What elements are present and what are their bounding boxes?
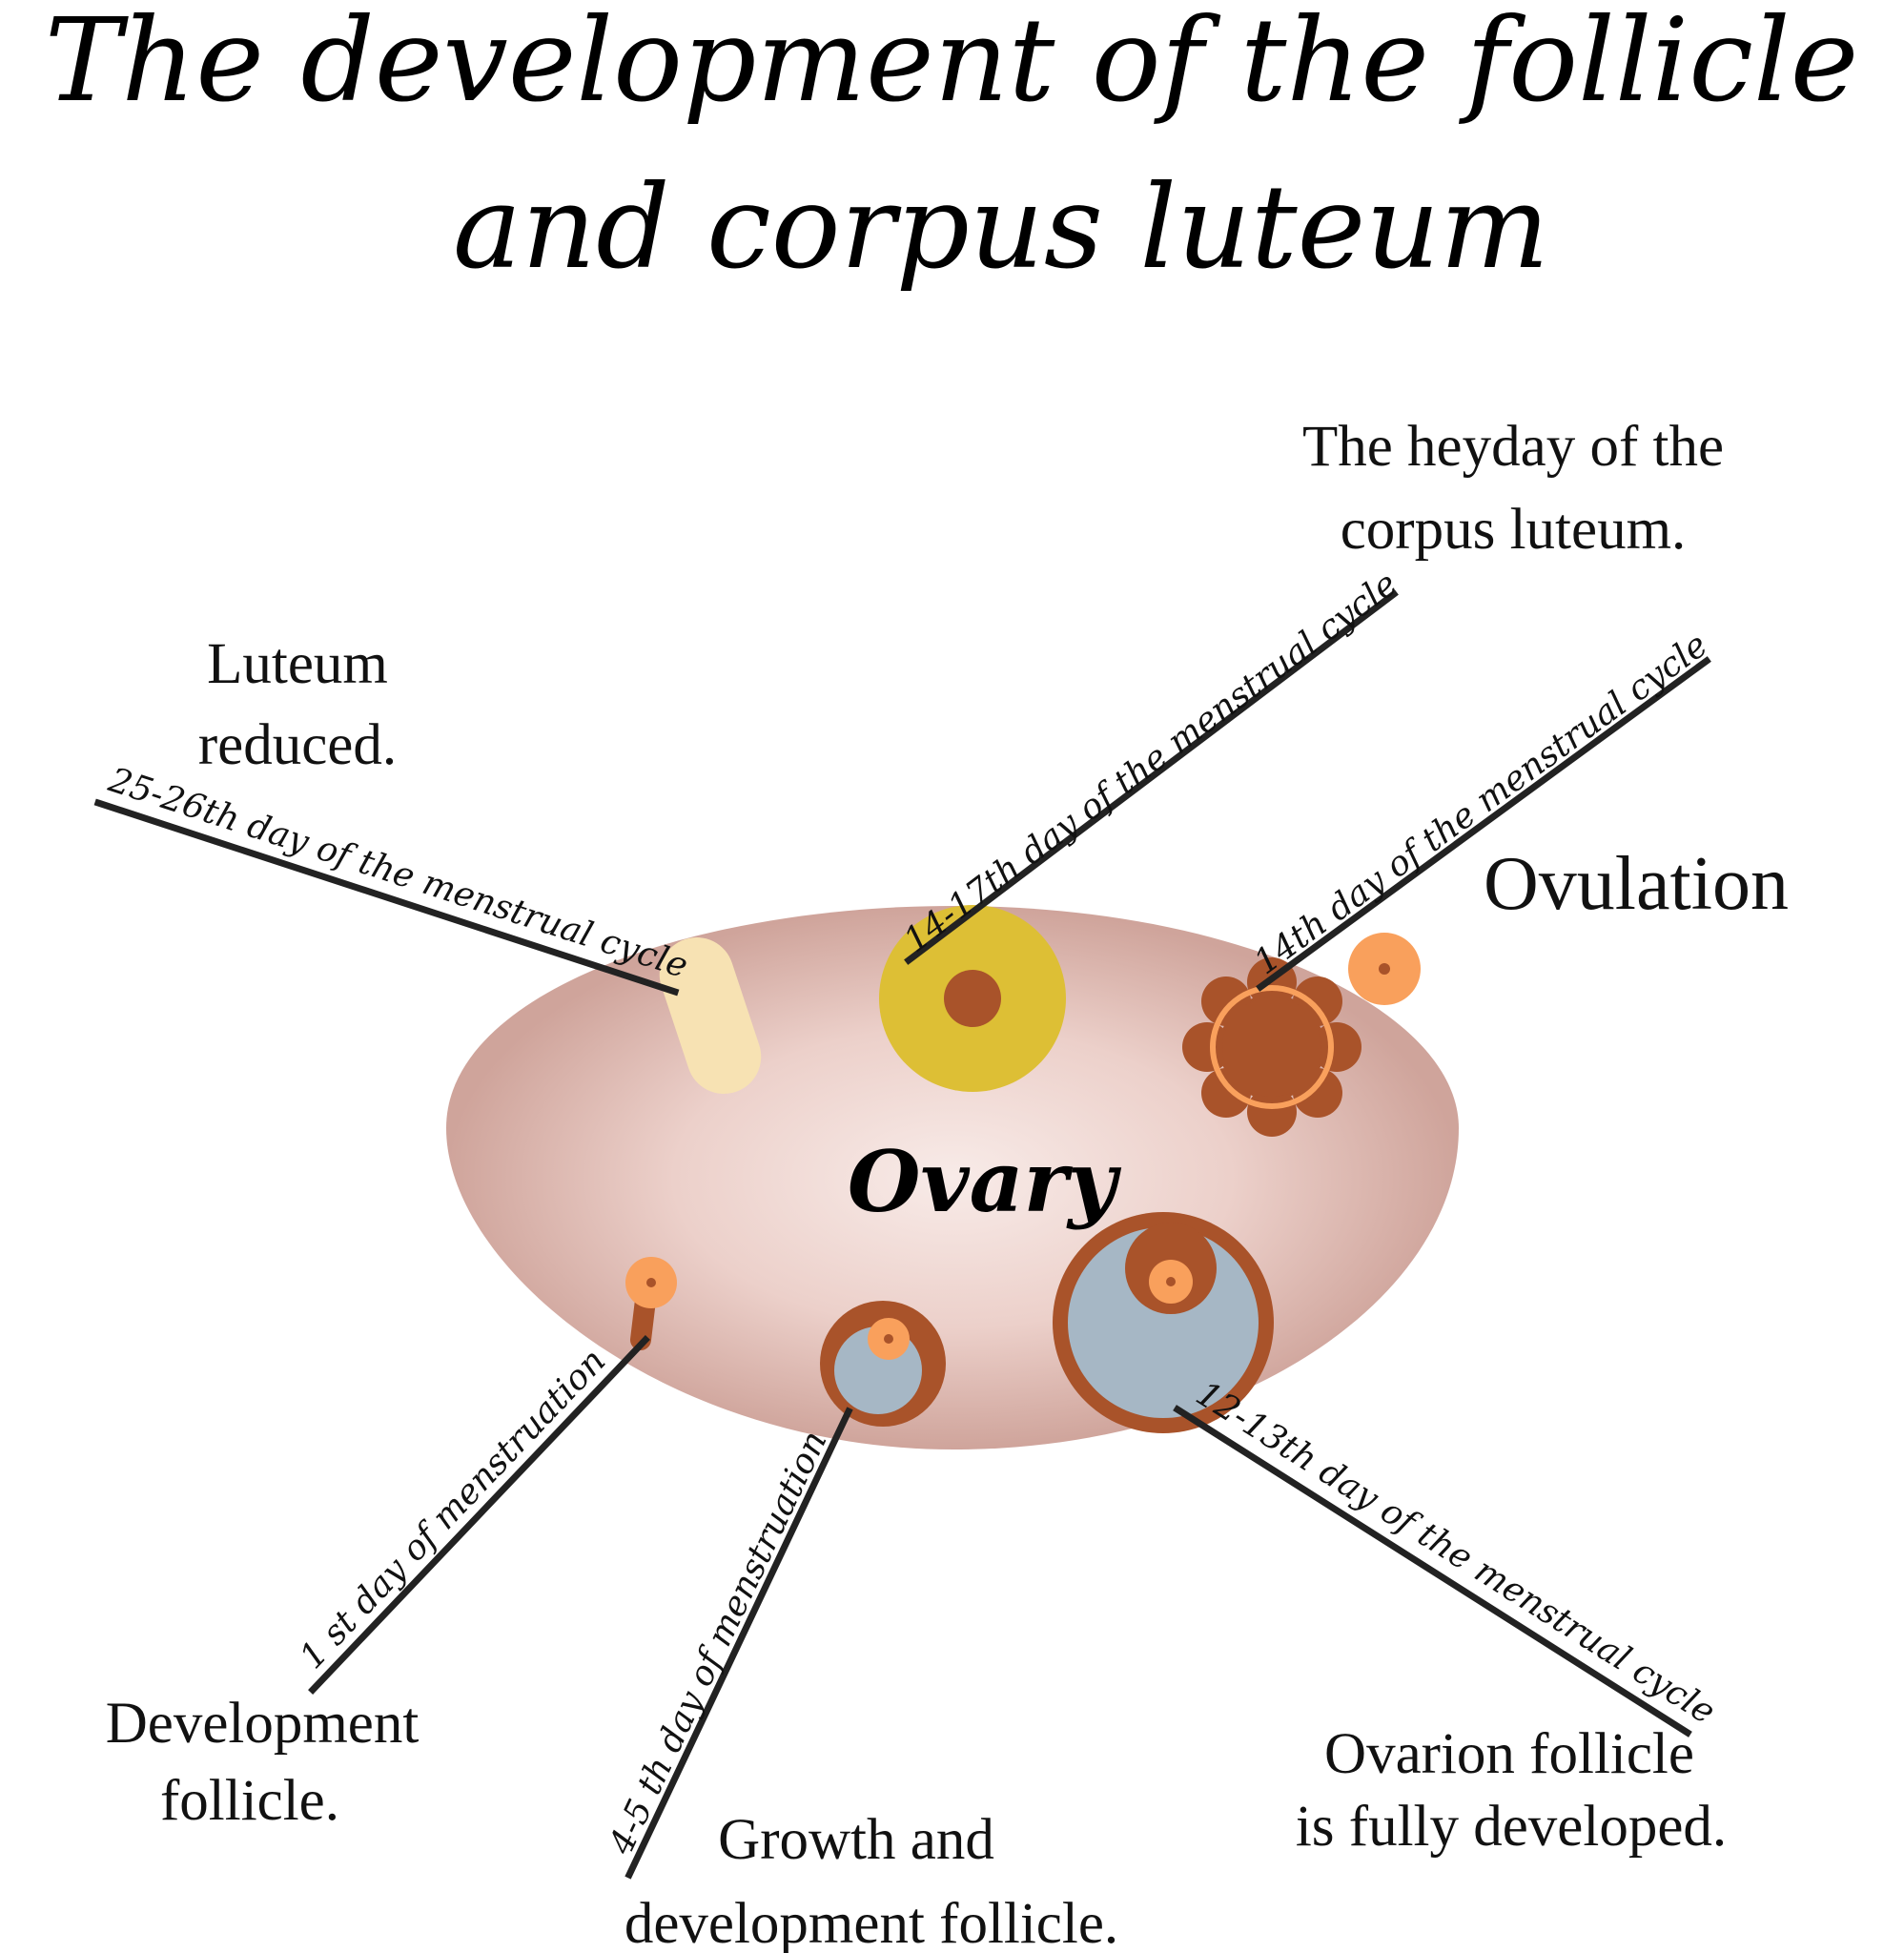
primordial-follicle-nucleus xyxy=(646,1278,656,1287)
caption-growth-line-1: Growth and xyxy=(718,1808,994,1872)
day-label-growth: 4-5 th day of menstruation xyxy=(602,1425,835,1860)
caption-luteum-reduced-line-1: Luteum xyxy=(207,632,388,696)
released-oocyte-nucleus xyxy=(1379,963,1390,975)
day-label-luteum-reduced: 25-26th day of the menstrual cycle xyxy=(103,760,692,986)
leader-line-fully-developed xyxy=(1173,1405,1692,1737)
day-label-development: 1 st day of menstruation xyxy=(293,1342,614,1677)
caption-development-line-1: Development xyxy=(106,1692,420,1756)
corpus-luteum-core xyxy=(944,970,1001,1027)
title-line-1: The development of the follicle xyxy=(45,0,1859,128)
day-label-fully-developed: 12-13th day of the menstrual cycle xyxy=(1189,1374,1722,1732)
caption-growth-line-2: development follicle. xyxy=(624,1892,1118,1953)
growing-follicle-nucleus xyxy=(884,1334,893,1344)
caption-development-line-2: follicle. xyxy=(160,1769,339,1833)
caption-fully-developed-line-1: Ovarion follicle xyxy=(1324,1722,1694,1786)
leader-line-heyday xyxy=(904,589,1399,965)
caption-ovulation: Ovulation xyxy=(1484,842,1789,926)
leader-line-growth xyxy=(624,1407,853,1880)
leader-line-ovulation xyxy=(1256,656,1711,992)
ruptured-follicle xyxy=(1182,957,1361,1137)
day-label-ovulation: 14th day of the menstrual cycle xyxy=(1247,626,1715,982)
caption-heyday-line-1: The heyday of the xyxy=(1302,415,1724,479)
caption-fully-developed-line-2: is fully developed. xyxy=(1296,1795,1727,1859)
leader-line-development xyxy=(308,1335,650,1695)
leader-line-luteum-reduced xyxy=(93,798,680,997)
caption-heyday-line-2: corpus luteum. xyxy=(1341,498,1687,562)
title-line-2: and corpus luteum xyxy=(453,160,1549,295)
caption-luteum-reduced-line-2: reduced. xyxy=(198,713,397,777)
ovary-label: Ovary xyxy=(848,1132,1122,1231)
regressed-luteum xyxy=(659,937,762,1094)
mature-follicle-nucleus xyxy=(1166,1277,1176,1286)
